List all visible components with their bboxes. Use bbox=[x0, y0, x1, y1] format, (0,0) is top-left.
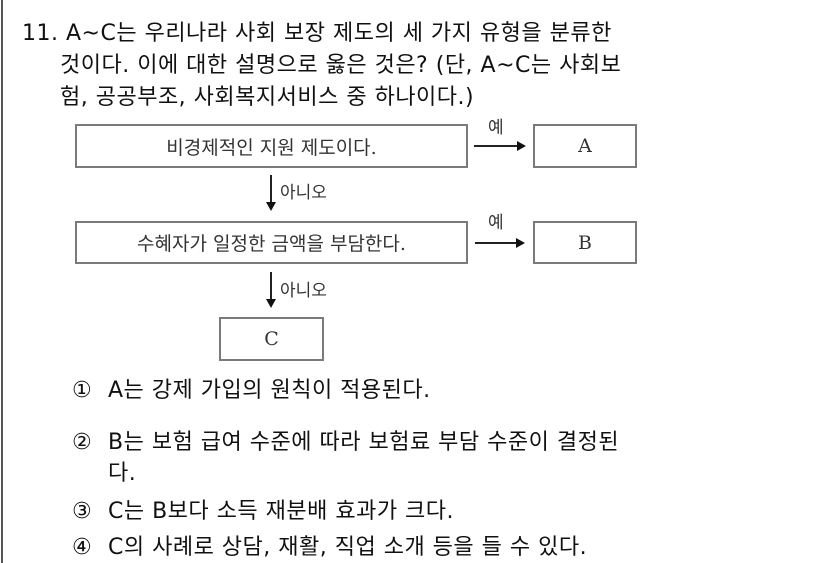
question-line-3: 험, 공공부조, 사회복지서비스 중 하나이다.) bbox=[60, 85, 475, 110]
choice-text: C의 사례로 상담, 재활, 직업 소개 등을 들 수 있다. bbox=[108, 535, 588, 560]
choice-text: B는 보험 급여 수준에 따라 보험료 부담 수준이 결정된 bbox=[108, 430, 620, 455]
choice-2-continuation: 다. bbox=[108, 461, 137, 486]
question-number: 11. bbox=[22, 21, 59, 46]
choice-number: ③ bbox=[72, 499, 93, 524]
no-arrow-1-line bbox=[270, 175, 272, 203]
yes-label-2: 예 bbox=[488, 213, 504, 233]
question-text-1: A~C는 우리나라 사회 보장 제도의 세 가지 유형을 분류한 bbox=[66, 21, 612, 46]
decision-box-1: 비경제적인 지원 제도이다. bbox=[75, 124, 468, 168]
choice-3[interactable]: ③ C는 B보다 소득 재분배 효과가 크다. bbox=[72, 497, 454, 527]
question-line-1: 11. A~C는 우리나라 사회 보장 제도의 세 가지 유형을 분류한 bbox=[22, 19, 612, 49]
choice-number: ② bbox=[72, 430, 93, 455]
choice-number: ① bbox=[72, 378, 93, 403]
yes-label-1: 예 bbox=[488, 118, 504, 138]
down-arrow-icon bbox=[266, 202, 276, 211]
result-box-c: C bbox=[219, 317, 324, 361]
choice-1[interactable]: ① A는 강제 가입의 원칙이 적용된다. bbox=[72, 376, 431, 406]
choice-number: ④ bbox=[72, 535, 93, 560]
choice-text: C는 B보다 소득 재분배 효과가 크다. bbox=[108, 499, 455, 524]
result-box-b: B bbox=[533, 221, 637, 264]
choice-text: A는 강제 가입의 원칙이 적용된다. bbox=[108, 378, 431, 403]
no-arrow-2-line bbox=[270, 272, 272, 300]
page-left-border bbox=[1, 0, 3, 563]
yes-arrow-1-line bbox=[474, 145, 518, 147]
question-line-2: 것이다. 이에 대한 설명으로 옳은 것은? (단, A~C는 사회보 bbox=[60, 53, 622, 78]
down-arrow-icon bbox=[266, 299, 276, 308]
choice-2[interactable]: ② B는 보험 급여 수준에 따라 보험료 부담 수준이 결정된 bbox=[72, 428, 619, 458]
result-box-a: A bbox=[533, 124, 637, 168]
right-arrow-icon bbox=[517, 141, 526, 151]
decision-box-2: 수혜자가 일정한 금액을 부담한다. bbox=[75, 221, 468, 264]
no-label-2: 아니오 bbox=[280, 281, 327, 301]
no-label-1: 아니오 bbox=[280, 183, 327, 203]
right-arrow-icon bbox=[516, 238, 525, 248]
choice-4[interactable]: ④ C의 사례로 상담, 재활, 직업 소개 등을 들 수 있다. bbox=[72, 533, 587, 563]
yes-arrow-2-line bbox=[475, 242, 517, 244]
